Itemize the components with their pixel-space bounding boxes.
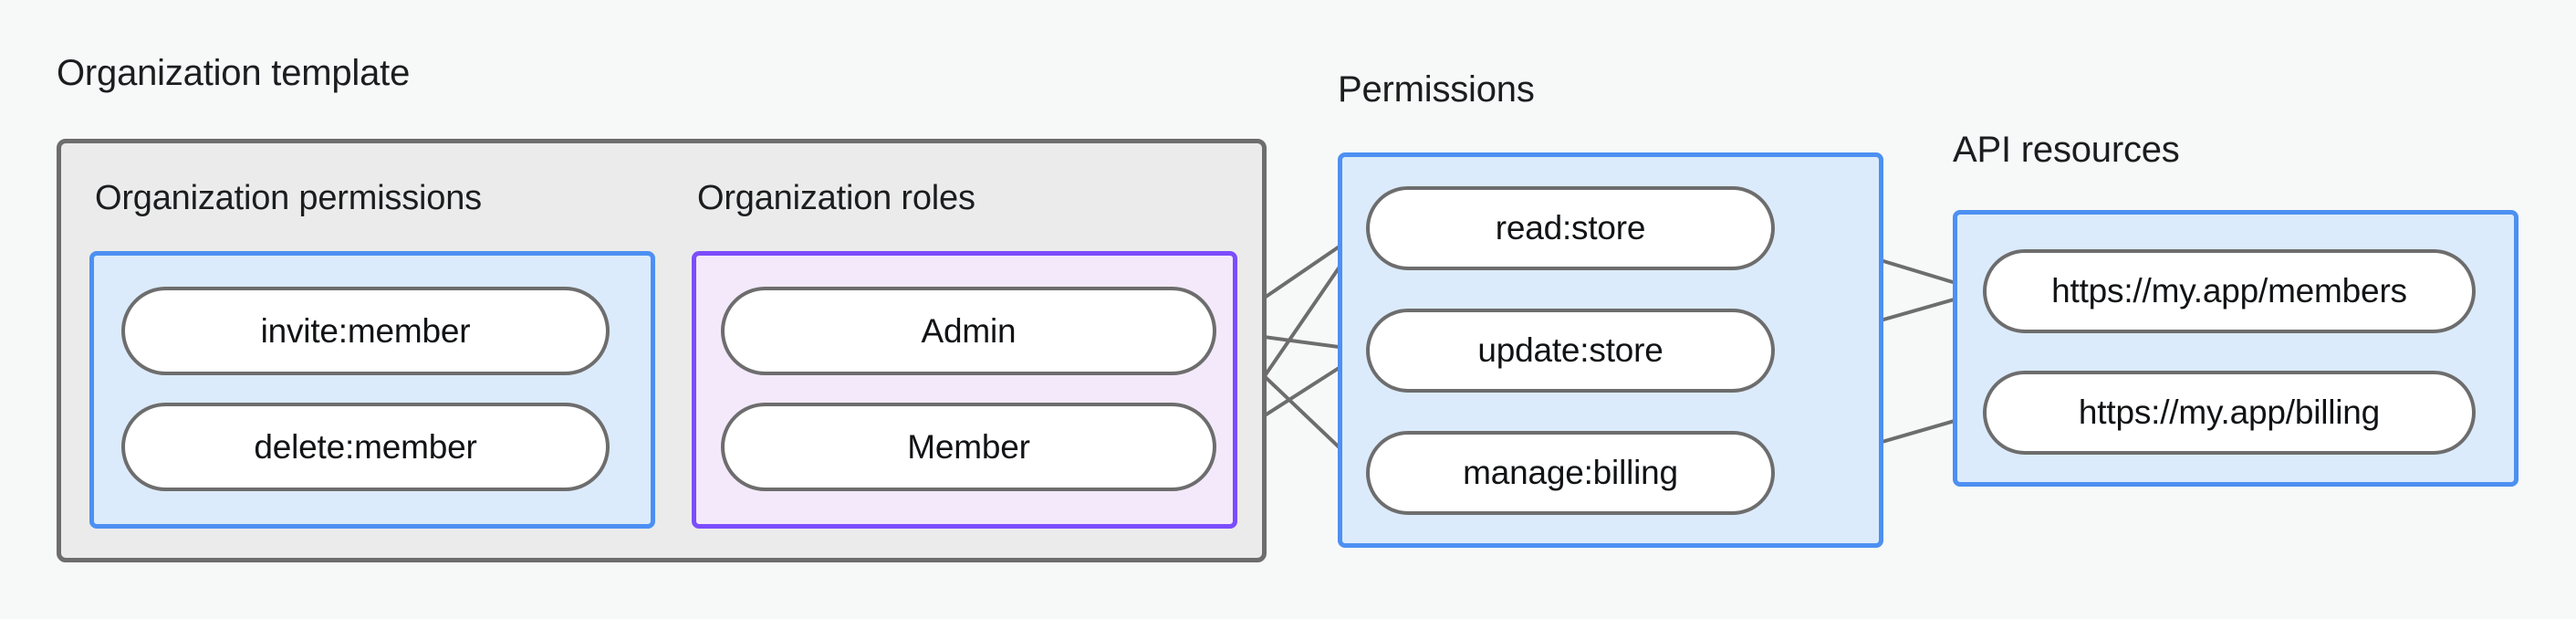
permissions-title: Permissions — [1338, 69, 1535, 110]
node-invite-member-label: invite:member — [260, 311, 471, 350]
node-read-store-label: read:store — [1495, 209, 1646, 247]
node-read-store[interactable]: read:store — [1366, 186, 1775, 270]
node-members-endpoint-label: https://my.app/members — [2051, 272, 2407, 310]
node-billing-endpoint-label: https://my.app/billing — [2078, 393, 2381, 431]
organization-template-title: Organization template — [57, 53, 411, 93]
node-update-store-label: update:store — [1477, 331, 1663, 369]
node-delete-member[interactable]: delete:member — [121, 403, 610, 491]
node-manage-billing-label: manage:billing — [1463, 454, 1678, 491]
organization-roles-title: Organization roles — [697, 179, 975, 217]
node-invite-member[interactable]: invite:member — [121, 287, 610, 375]
api-resources-title: API resources — [1953, 130, 2180, 170]
node-admin-label: Admin — [921, 311, 1017, 350]
node-member[interactable]: Member — [721, 403, 1216, 491]
node-update-store[interactable]: update:store — [1366, 309, 1775, 393]
node-member-label: Member — [907, 427, 1030, 466]
node-delete-member-label: delete:member — [254, 427, 477, 466]
node-admin[interactable]: Admin — [721, 287, 1216, 375]
node-manage-billing[interactable]: manage:billing — [1366, 431, 1775, 515]
node-members-endpoint[interactable]: https://my.app/members — [1983, 249, 2476, 333]
node-billing-endpoint[interactable]: https://my.app/billing — [1983, 371, 2476, 455]
organization-permissions-title: Organization permissions — [95, 179, 482, 217]
